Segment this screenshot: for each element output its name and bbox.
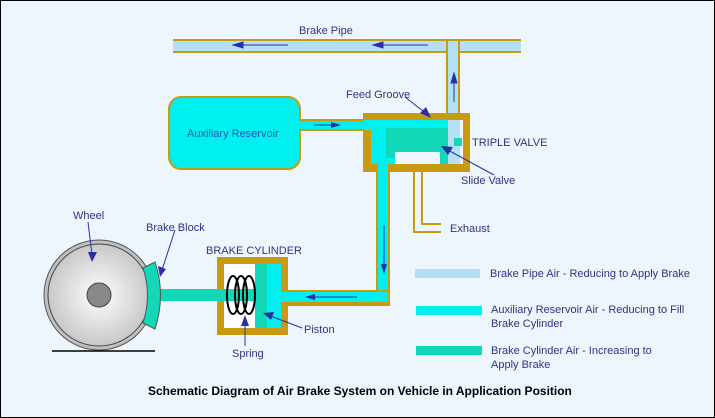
brake-pipe-label: Brake Pipe bbox=[299, 25, 353, 37]
legend-text: Brake Cylinder Air - Increasing to bbox=[491, 345, 652, 357]
wheel bbox=[43, 221, 155, 352]
legend: Brake Pipe Air - Reducing to Apply Brake… bbox=[415, 268, 690, 371]
triple-valve-label: TRIPLE VALVE bbox=[472, 137, 547, 149]
spring bbox=[226, 275, 256, 315]
legend-swatch bbox=[416, 346, 482, 355]
slide-valve-label: Slide Valve bbox=[461, 175, 515, 187]
auxiliary-reservoir: Auxiliary Reservoir bbox=[168, 96, 365, 170]
legend-text: Brake Cylinder bbox=[491, 318, 563, 330]
legend-text: Auxiliary Reservoir Air - Reducing to Fi… bbox=[491, 304, 684, 316]
wheel-label: Wheel bbox=[73, 210, 104, 222]
brake-pipe-flow-arrows bbox=[231, 41, 458, 102]
auxiliary-reservoir-label: Auxiliary Reservoir bbox=[187, 128, 279, 140]
legend-text: Brake Pipe Air - Reducing to Apply Brake bbox=[490, 268, 690, 280]
legend-item: Auxiliary Reservoir Air - Reducing to Fi… bbox=[416, 304, 684, 330]
legend-item: Brake Pipe Air - Reducing to Apply Brake bbox=[415, 268, 690, 280]
piston-label: Piston bbox=[304, 324, 335, 336]
brake-cylinder-feed-pipe bbox=[282, 164, 390, 306]
brake-cylinder bbox=[160, 257, 303, 346]
brake-cylinder-label: BRAKE CYLINDER bbox=[206, 245, 302, 257]
diagram-title: Schematic Diagram of Air Brake System on… bbox=[148, 384, 572, 398]
legend-text: Apply Brake bbox=[491, 359, 550, 371]
legend-swatch bbox=[416, 306, 482, 315]
legend-swatch bbox=[415, 269, 480, 278]
brake-block bbox=[142, 229, 176, 330]
exhaust-pipe bbox=[413, 164, 441, 233]
legend-item: Brake Cylinder Air - Increasing to Apply… bbox=[416, 345, 652, 371]
spring-label: Spring bbox=[232, 348, 264, 360]
exhaust-label: Exhaust bbox=[450, 223, 490, 235]
triple-valve bbox=[363, 96, 495, 176]
feed-groove-label: Feed Groove bbox=[346, 89, 410, 101]
brake-block-label: Brake Block bbox=[146, 222, 205, 234]
